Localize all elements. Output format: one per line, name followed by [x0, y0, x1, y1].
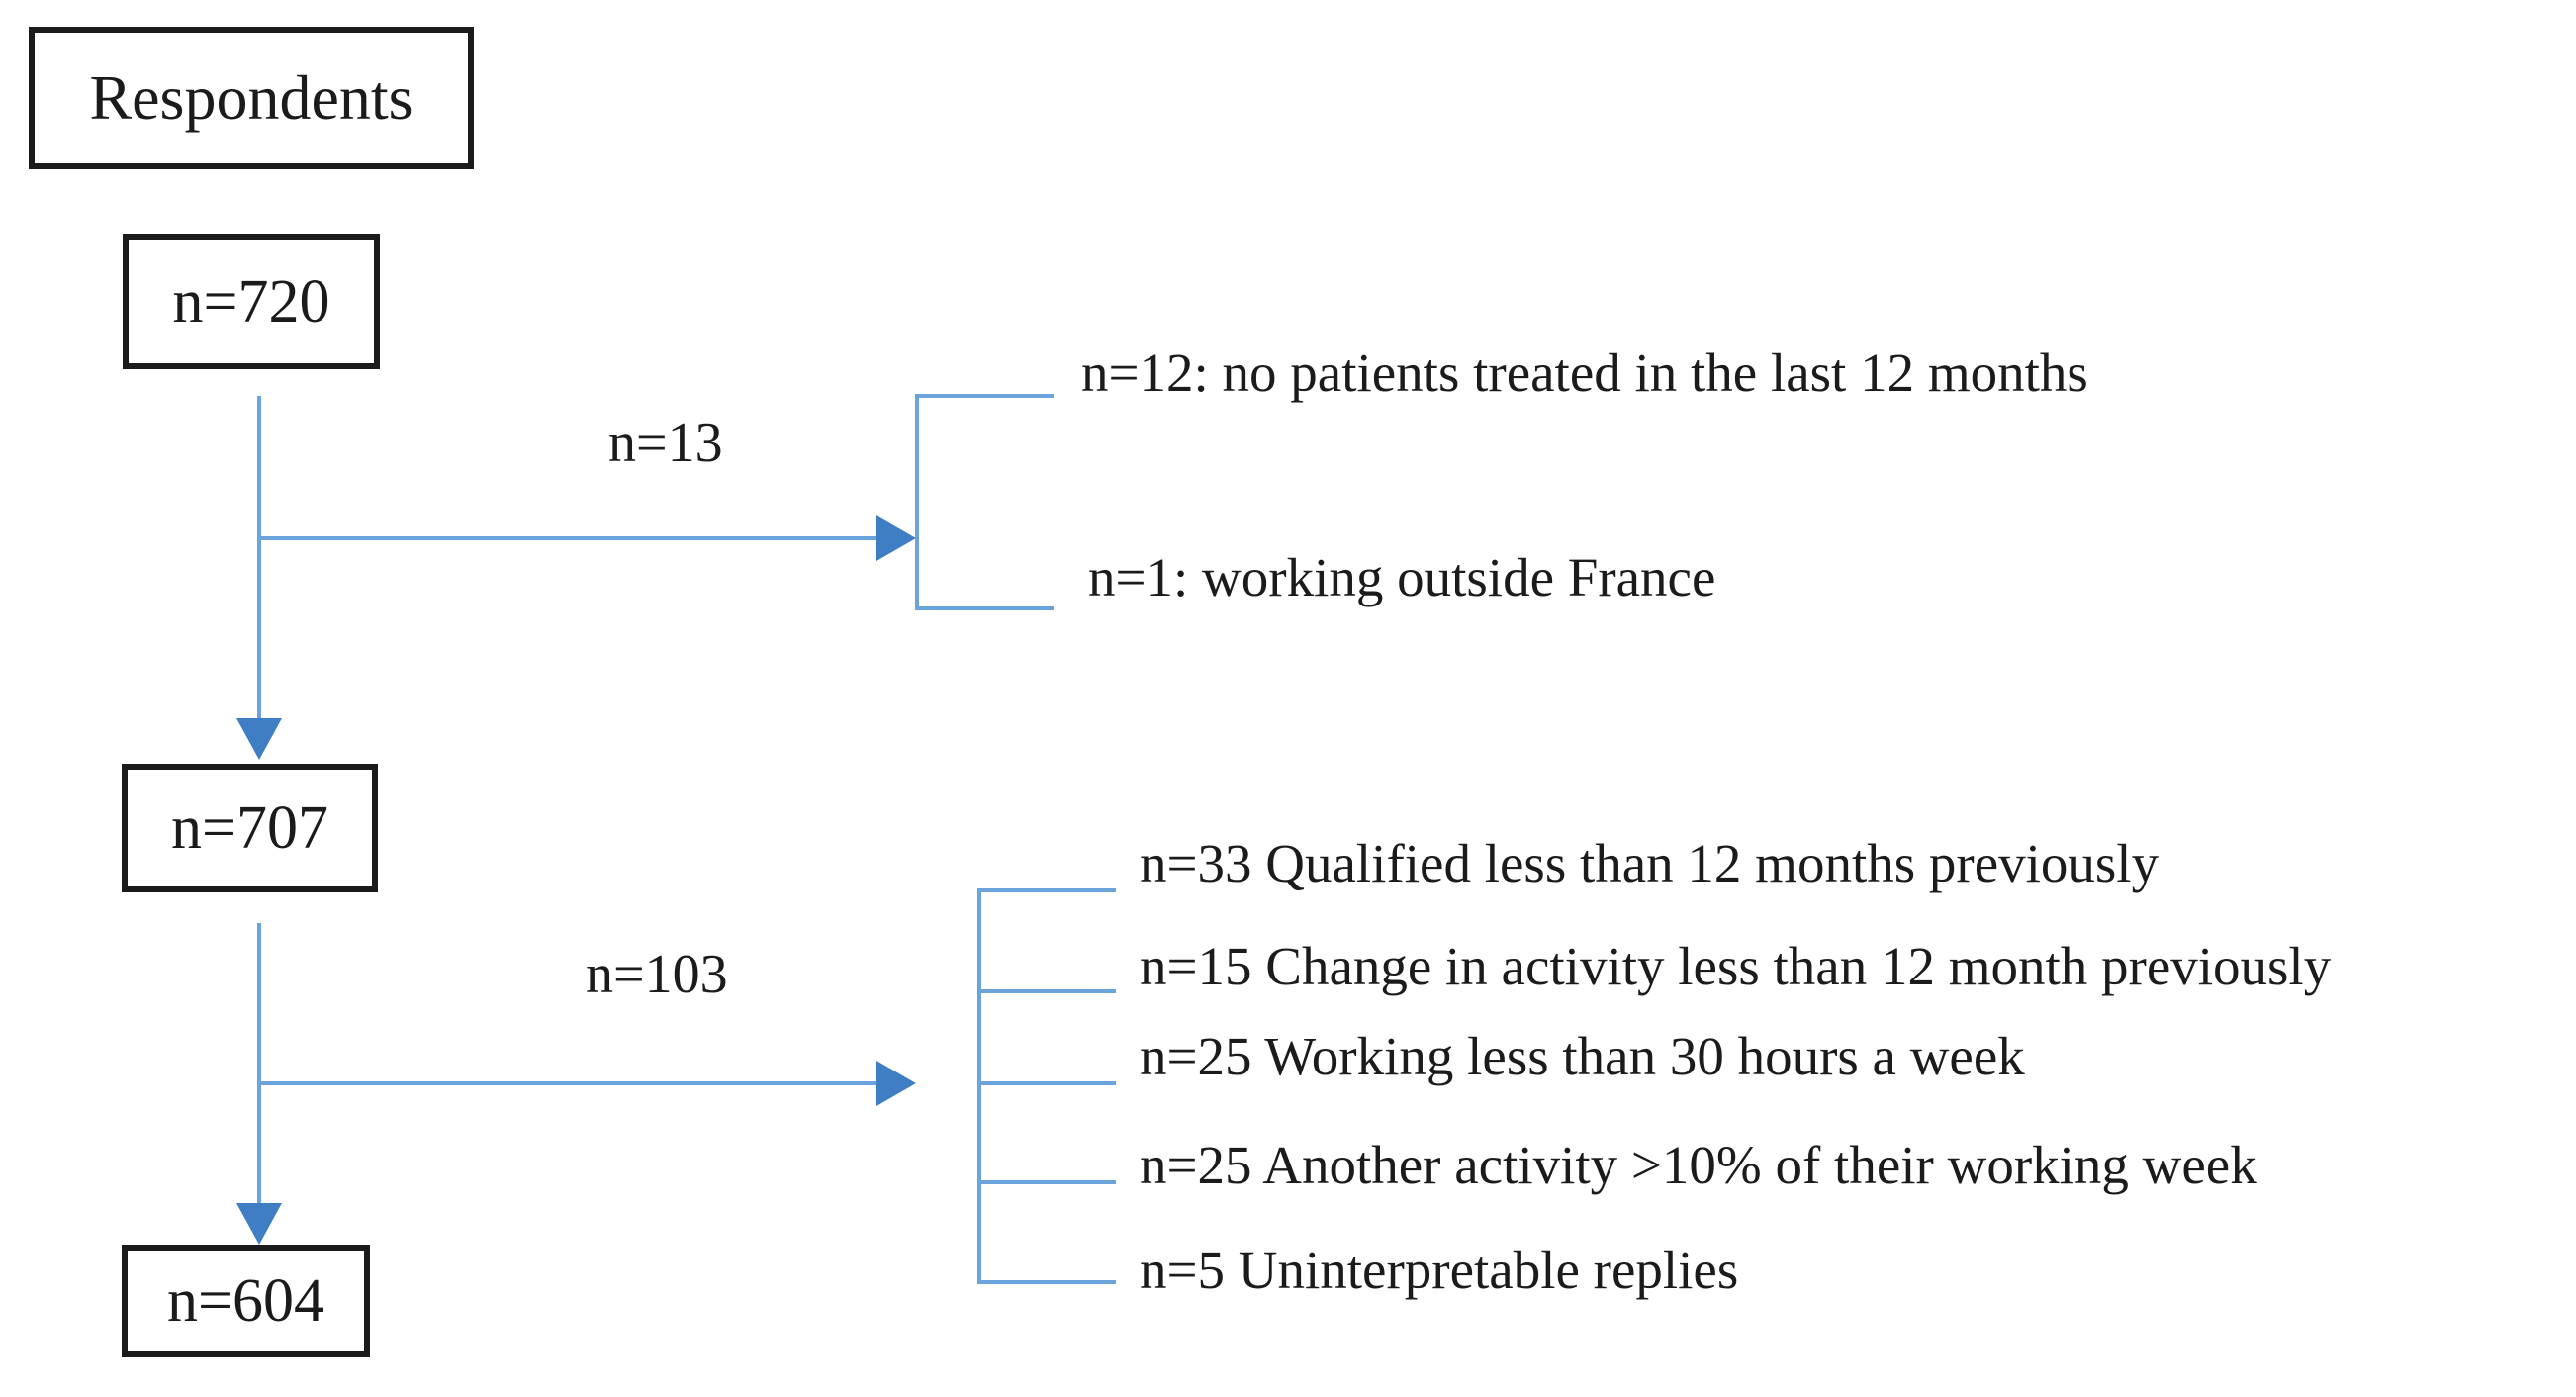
branch2-bracket-tick [977, 989, 1116, 993]
branch1-item: n=1: working outside France [1088, 547, 1716, 607]
branch2-item: n=33 Qualified less than 12 months previ… [1140, 833, 2160, 893]
branch2-item: n=5 Uninterpretable replies [1140, 1240, 1739, 1300]
branch2-bracket-vertical [977, 888, 981, 1284]
branch1-bracket-tick [915, 394, 1054, 398]
respondents-box: Respondents [29, 27, 474, 169]
branch1-connector-line [259, 536, 880, 540]
branch2-bracket-tick [977, 1280, 1116, 1284]
arrowhead-down-icon [236, 1203, 282, 1245]
arrowhead-right-icon [876, 1061, 916, 1106]
connector-n720-n707-line [257, 396, 261, 722]
branch1-count-label: n=13 [608, 413, 723, 474]
n707-box: n=707 [122, 764, 378, 892]
branch2-item: n=15 Change in activity less than 12 mon… [1140, 936, 2332, 996]
branch1-item: n=12: no patients treated in the last 12… [1081, 342, 2088, 403]
branch1-bracket-tick [915, 606, 1054, 610]
branch1-bracket-vertical [915, 394, 919, 610]
branch2-bracket-tick [977, 1180, 1116, 1184]
arrowhead-down-icon [236, 718, 282, 760]
respondents-label: Respondents [89, 62, 414, 133]
n604-label: n=604 [167, 1266, 324, 1335]
n720-label: n=720 [172, 267, 330, 335]
connector-n707-n604-line [257, 923, 261, 1210]
n720-box: n=720 [123, 234, 380, 369]
n707-label: n=707 [171, 793, 328, 862]
branch2-item: n=25 Another activity >10% of their work… [1140, 1135, 2257, 1195]
n604-box: n=604 [122, 1245, 370, 1357]
branch2-count-label: n=103 [586, 944, 728, 1005]
branch2-item: n=25 Working less than 30 hours a week [1140, 1026, 2025, 1086]
branch2-bracket-tick [977, 888, 1116, 892]
branch2-connector-line [259, 1081, 880, 1085]
branch2-bracket-tick [977, 1081, 1116, 1085]
arrowhead-right-icon [876, 515, 916, 561]
